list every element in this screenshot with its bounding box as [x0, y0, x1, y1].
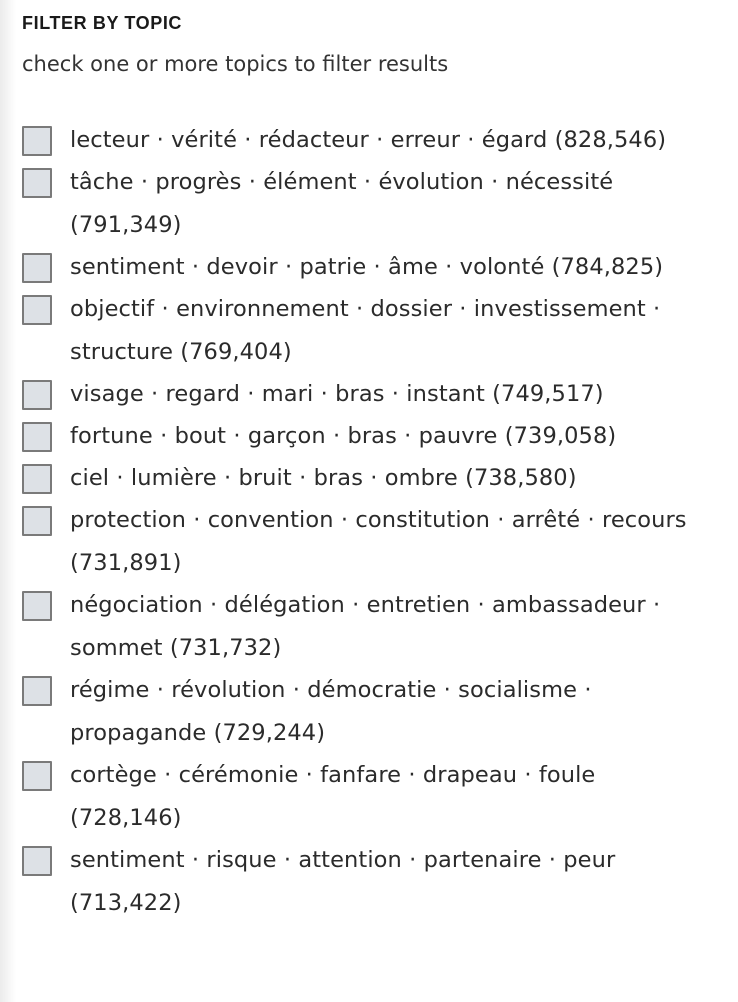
topic-checkbox[interactable]: [22, 761, 52, 791]
topic-item[interactable]: négociation · délégation · entretien · a…: [22, 589, 722, 665]
topic-label[interactable]: protection · convention · constitution ·…: [70, 507, 687, 576]
topic-checkbox[interactable]: [22, 676, 52, 706]
topic-checkbox[interactable]: [22, 380, 52, 410]
filter-instructions: check one or more topics to filter resul…: [22, 52, 449, 76]
topic-item[interactable]: tâche · progrès · élément · évolution · …: [22, 166, 722, 242]
topic-item[interactable]: sentiment · risque · attention · partena…: [22, 844, 722, 920]
topic-label[interactable]: sentiment · risque · attention · partena…: [70, 847, 616, 916]
topic-item[interactable]: régime · révolution · démocratie · socia…: [22, 674, 722, 750]
topic-item[interactable]: visage · regard · mari · bras · instant …: [22, 378, 722, 411]
topic-label[interactable]: lecteur · vérité · rédacteur · erreur · …: [70, 127, 667, 153]
topic-item[interactable]: protection · convention · constitution ·…: [22, 504, 722, 580]
filter-heading: FILTER BY TOPIC: [22, 13, 183, 33]
topic-checkbox[interactable]: [22, 422, 52, 452]
topic-label[interactable]: tâche · progrès · élément · évolution · …: [70, 169, 614, 238]
left-edge-shadow: [0, 0, 16, 1002]
topic-checkbox[interactable]: [22, 168, 52, 198]
topic-item[interactable]: fortune · bout · garçon · bras · pauvre …: [22, 420, 722, 453]
topic-label[interactable]: négociation · délégation · entretien · a…: [70, 592, 661, 661]
topic-label[interactable]: objectif · environnement · dossier · inv…: [70, 296, 661, 365]
topic-label[interactable]: visage · regard · mari · bras · instant …: [70, 381, 604, 407]
topic-item[interactable]: lecteur · vérité · rédacteur · erreur · …: [22, 124, 722, 157]
topic-item[interactable]: sentiment · devoir · patrie · âme · volo…: [22, 251, 722, 284]
topic-item[interactable]: objectif · environnement · dossier · inv…: [22, 293, 722, 369]
topic-checkbox[interactable]: [22, 295, 52, 325]
topic-checkbox[interactable]: [22, 253, 52, 283]
topic-checkbox[interactable]: [22, 506, 52, 536]
topic-label[interactable]: régime · révolution · démocratie · socia…: [70, 677, 592, 746]
topic-checkbox[interactable]: [22, 846, 52, 876]
topic-label[interactable]: fortune · bout · garçon · bras · pauvre …: [70, 423, 617, 449]
topic-label[interactable]: ciel · lumière · bruit · bras · ombre (7…: [70, 465, 577, 491]
topic-item[interactable]: cortège · cérémonie · fanfare · drapeau …: [22, 759, 722, 835]
topic-checkbox[interactable]: [22, 126, 52, 156]
topic-list: lecteur · vérité · rédacteur · erreur · …: [22, 124, 722, 929]
topic-item[interactable]: ciel · lumière · bruit · bras · ombre (7…: [22, 462, 722, 495]
topic-label[interactable]: sentiment · devoir · patrie · âme · volo…: [70, 254, 664, 280]
topic-checkbox[interactable]: [22, 464, 52, 494]
topic-checkbox[interactable]: [22, 591, 52, 621]
topic-label[interactable]: cortège · cérémonie · fanfare · drapeau …: [70, 762, 596, 831]
